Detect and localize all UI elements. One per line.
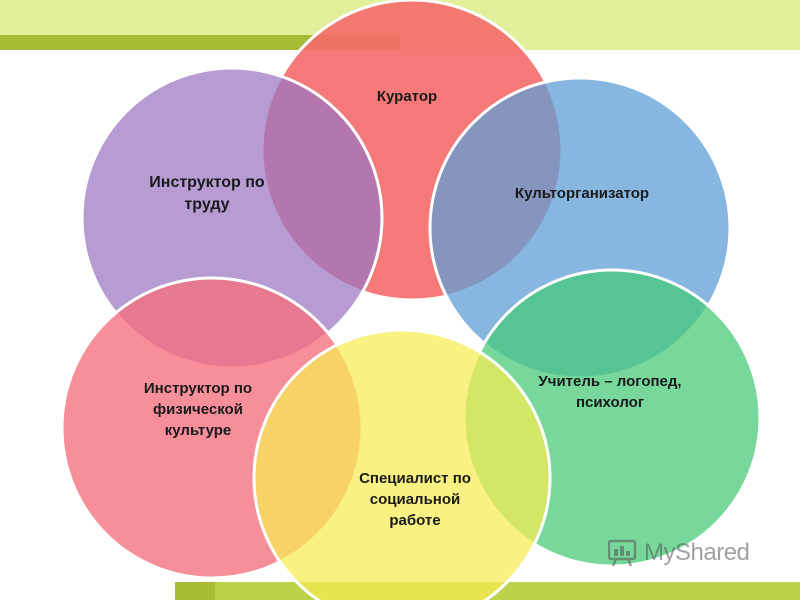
watermark-text: MyShared bbox=[644, 539, 750, 566]
label-speech: Учитель – логопед, психолог bbox=[538, 373, 682, 411]
label-culture: Культорганизатор bbox=[514, 185, 650, 202]
watermark: MyShared bbox=[608, 538, 750, 568]
top-decor-accent-bar bbox=[0, 35, 400, 50]
circle-social bbox=[252, 328, 552, 600]
label-social: Специалист по социальной работе bbox=[359, 470, 471, 529]
bottom-decor-accent bbox=[175, 582, 215, 600]
label-pe: Инструктор по физической культуре bbox=[143, 380, 253, 439]
myshared-logo-icon bbox=[608, 539, 637, 567]
label-labor: Инструктор по труду bbox=[149, 174, 265, 213]
label-curator: Куратор bbox=[376, 88, 438, 105]
